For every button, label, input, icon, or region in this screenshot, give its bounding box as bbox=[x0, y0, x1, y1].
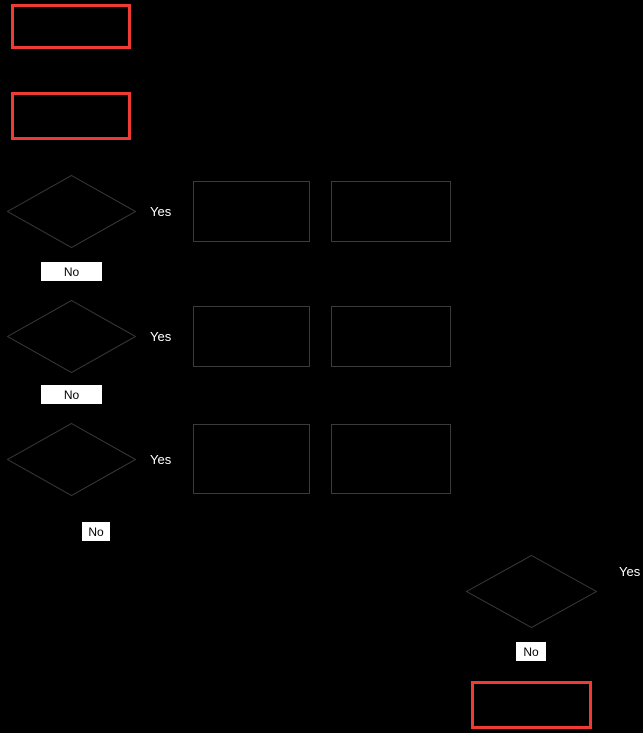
no-label-1: No bbox=[41, 262, 102, 281]
yes-label-1: Yes bbox=[150, 204, 172, 219]
process-box-row3-right bbox=[331, 424, 451, 494]
decision-diamond-2 bbox=[7, 300, 136, 373]
process-box-row1-right bbox=[331, 181, 451, 242]
terminal-box-top-1 bbox=[11, 4, 131, 49]
process-box-row3-left bbox=[193, 424, 310, 494]
no-label-4: No bbox=[516, 642, 546, 661]
yes-label-4: Yes bbox=[619, 564, 641, 579]
decision-diamond-3 bbox=[7, 423, 136, 496]
no-label-3: No bbox=[82, 522, 110, 541]
process-box-row2-left bbox=[193, 306, 310, 367]
decision-diamond-1 bbox=[7, 175, 136, 248]
yes-label-2: Yes bbox=[150, 329, 172, 344]
no-label-2: No bbox=[41, 385, 102, 404]
decision-diamond-4 bbox=[466, 555, 597, 628]
process-box-row2-right bbox=[331, 306, 451, 367]
terminal-box-bottom bbox=[471, 681, 592, 729]
yes-label-3: Yes bbox=[150, 452, 172, 467]
terminal-box-top-2 bbox=[11, 92, 131, 140]
process-box-row1-left bbox=[193, 181, 310, 242]
